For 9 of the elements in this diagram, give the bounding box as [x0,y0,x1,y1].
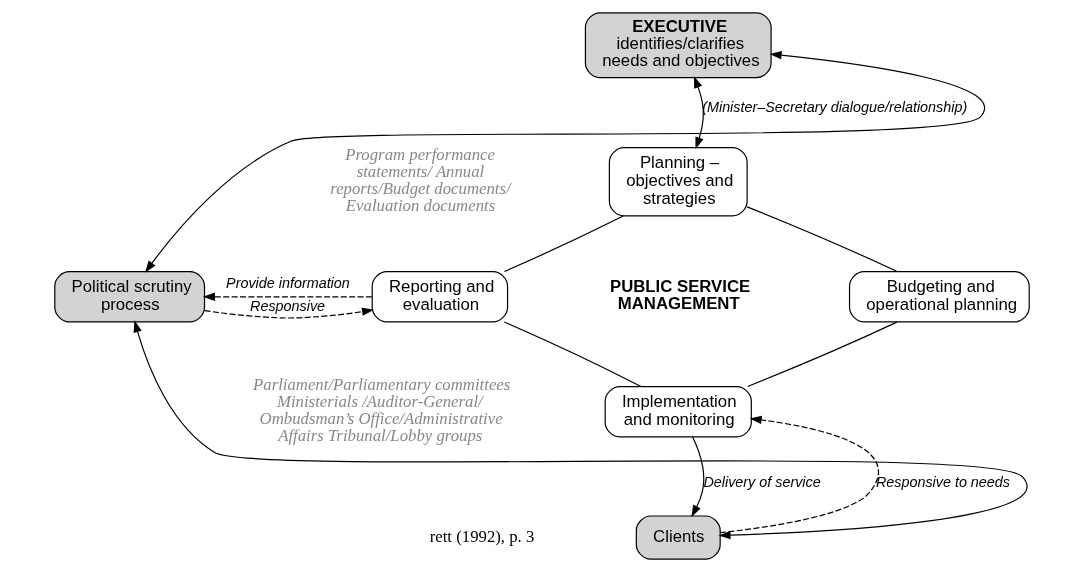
edge-label: Responsive [249,297,325,314]
edge-label: Responsive to needs [875,473,1010,490]
label: Program performance statements/ Annual reports/Budget documents/ Evaluation documents [329,145,511,215]
edge-label: Delivery of service [702,473,821,490]
label: Parliament/Parliamentary committees Ministerials /Auditor-General/ Ombudsman’s Office/Administrative Affairs Tribunal/Lobby groups [252,375,510,445]
label: PUBLIC SERVICE MANAGEMENT [609,277,750,313]
edge-label: (Minister–Secretary dialogue/relationship) [701,98,967,115]
label: rett (1992), p. 3 [429,526,534,546]
edge-label: Provide information [225,274,350,291]
